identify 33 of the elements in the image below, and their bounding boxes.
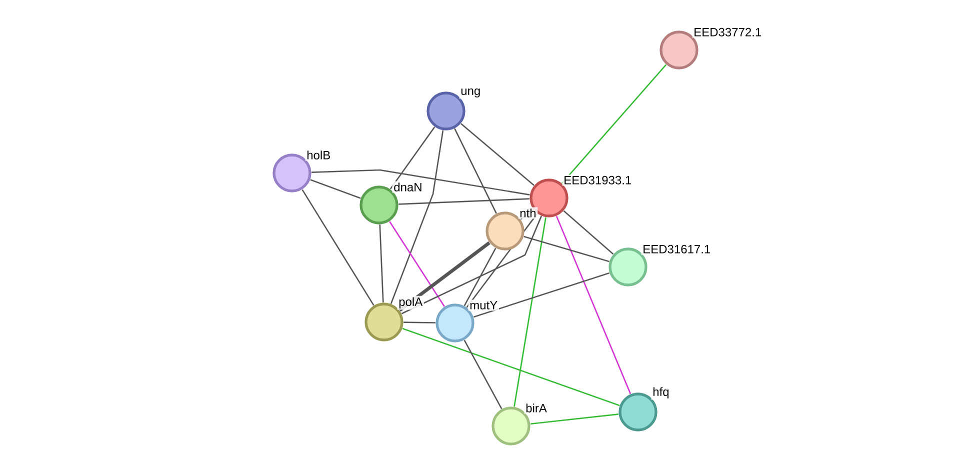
interaction-line [398,198,530,205]
node-label: dnaN [392,181,424,193]
interaction-line [312,169,530,196]
interaction-line [402,328,620,406]
interaction-line [561,64,667,184]
interaction-line [379,224,384,302]
interaction-line [390,130,444,304]
node-label: ung [459,87,482,99]
interaction-line [464,340,502,410]
interaction-line [563,210,614,255]
interaction-line [530,414,619,425]
node-label: polA [397,296,424,310]
interaction-line [514,217,546,407]
node-label: nth [518,207,538,219]
node-label: EED33772.1 [692,26,763,38]
interaction-line [404,322,436,324]
node-label: holB [305,149,332,161]
interaction-line [460,123,534,186]
node-label: hfq [651,386,671,400]
interaction-line [401,216,542,314]
node-label: EED31617.1 [641,244,712,255]
interaction-line [310,179,361,199]
interaction-line [454,128,497,214]
node-label: EED31933.1 [562,174,633,186]
interaction-line [524,236,610,262]
interaction-line [390,126,436,190]
interaction-line [556,216,632,394]
interaction-line [473,272,610,318]
node-label: birA [524,402,548,414]
node-label: mutY [468,300,499,311]
interaction-line [464,248,496,306]
interaction-line [302,189,374,306]
interaction-line [389,221,445,307]
